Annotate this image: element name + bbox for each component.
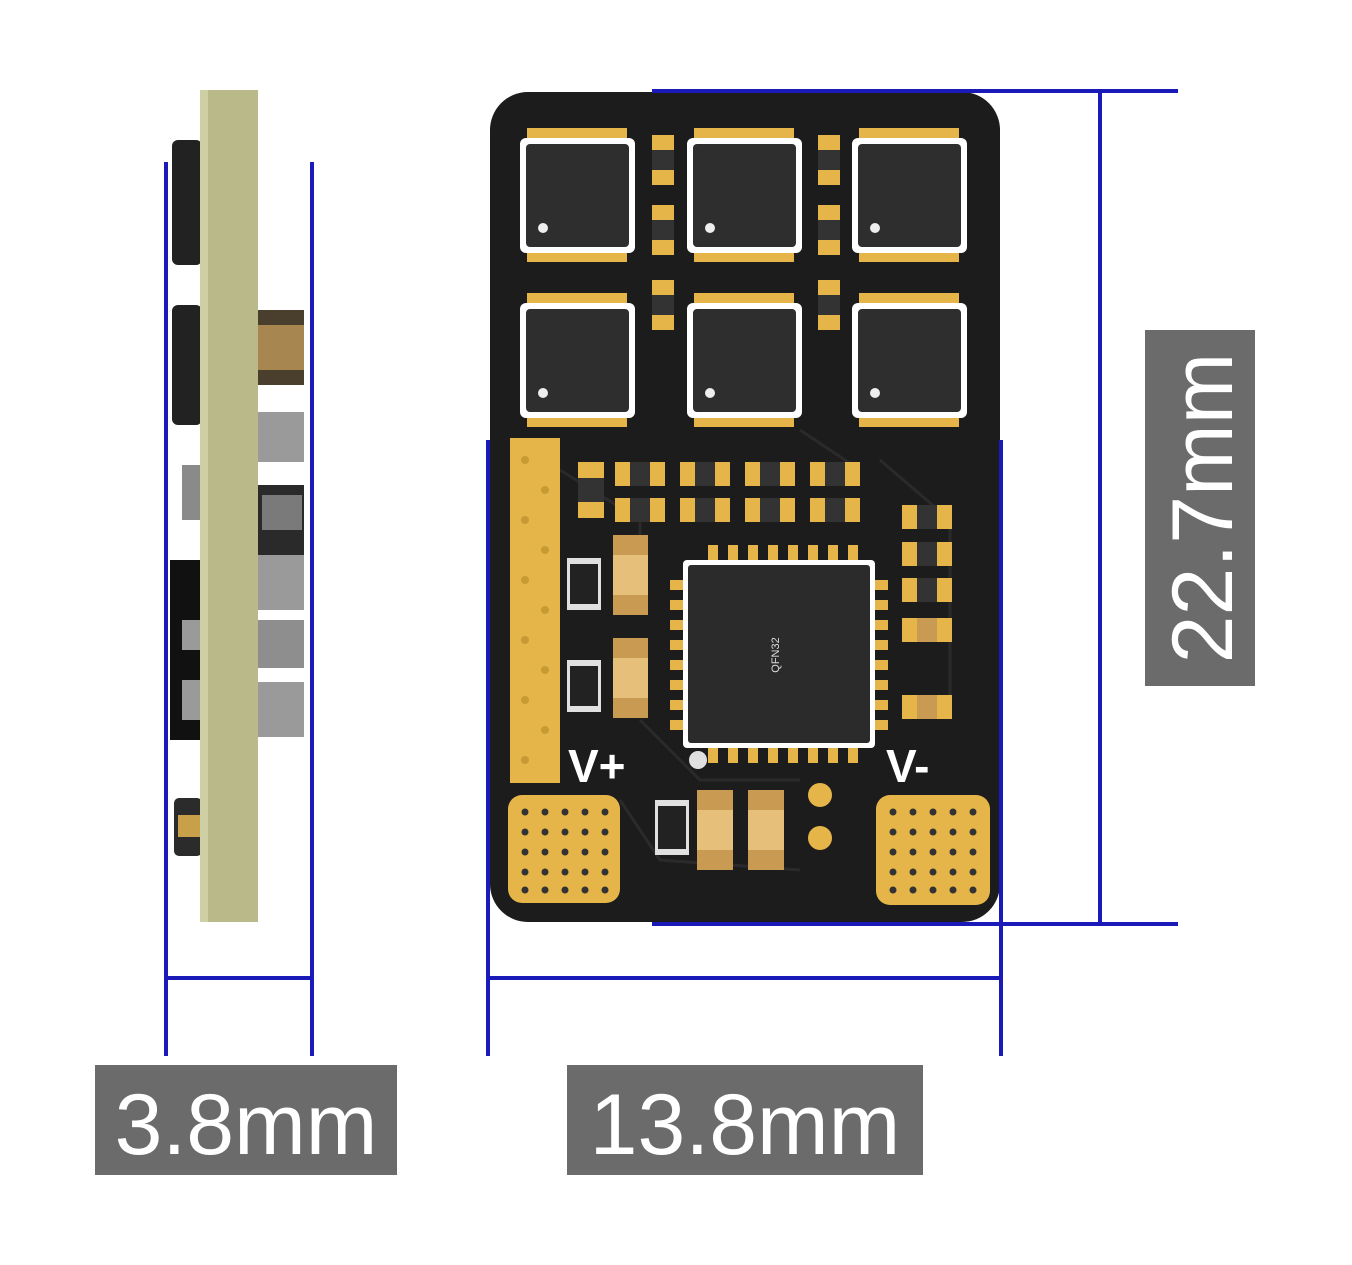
gate-resistors [652, 135, 840, 330]
thickness-label: 3.8mm [95, 1065, 397, 1175]
side-cap-4 [258, 555, 304, 610]
side-pcb-edge [200, 90, 258, 922]
positive-power-pad [508, 795, 620, 903]
side-component-small-3 [182, 680, 202, 720]
thickness-value: 3.8mm [115, 1077, 378, 1173]
mosfet-2 [687, 128, 802, 262]
negative-power-pad [876, 795, 990, 905]
mosfet-3 [852, 128, 967, 262]
mosfet-5 [687, 293, 802, 427]
width-value: 13.8mm [590, 1077, 901, 1173]
side-component-small-2 [182, 620, 202, 650]
width-dimension [486, 440, 1003, 1056]
height-label: 22.7mm [1145, 330, 1255, 686]
mcu-qfn32: QFN32 [670, 545, 888, 769]
side-component-small-1 [182, 465, 202, 520]
signal-pad-strip [510, 438, 560, 783]
side-cap-2 [258, 412, 304, 462]
height-value: 22.7mm [1155, 353, 1251, 664]
positive-pad-label: V+ [568, 740, 626, 792]
side-cap-5 [258, 620, 304, 668]
mosfet-6 [852, 293, 967, 427]
side-cap-6 [258, 682, 304, 737]
mosfet-array [520, 128, 967, 427]
height-dimension [652, 89, 1178, 926]
bottom-components [655, 783, 832, 870]
side-view [170, 90, 304, 922]
mosfet-4 [520, 293, 635, 427]
width-label: 13.8mm [567, 1065, 923, 1175]
negative-pad-label: V- [886, 740, 929, 792]
mcu-package-label: QFN32 [770, 637, 782, 672]
thickness-dimension [164, 162, 314, 1056]
mosfet-1 [520, 128, 635, 262]
top-view: QFN32 V+ V- [490, 92, 1000, 922]
side-component-mosfet-2 [172, 305, 202, 425]
side-component-mosfet-1 [172, 140, 202, 265]
passive-components [567, 462, 952, 719]
